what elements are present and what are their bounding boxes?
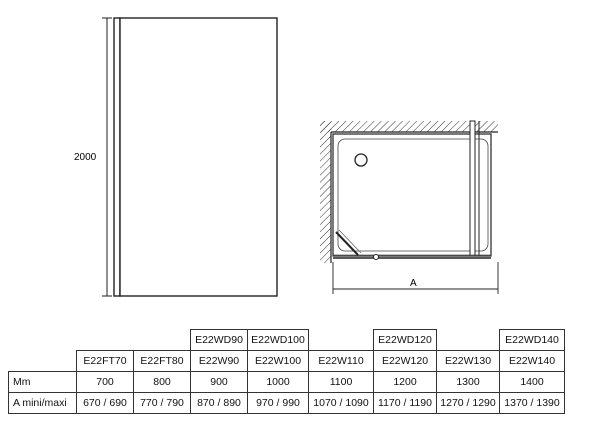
table-cell: E22WD90 (190, 329, 248, 351)
hinge-mark (373, 254, 379, 260)
table-cell: E22W130 (436, 350, 500, 372)
table-cell (437, 330, 500, 351)
row-label: Mm (8, 371, 77, 393)
table-cell: E22WD100 (247, 329, 309, 351)
table-cell: 1270 / 1290 (436, 392, 500, 414)
table-cell: E22FT70 (76, 350, 134, 372)
table-cell: 800 (133, 371, 191, 393)
table-cell: E22FT80 (133, 350, 191, 372)
table-cell: E22WD140 (499, 329, 565, 351)
table-cell: 1370 / 1390 (499, 392, 565, 414)
table-cell: E22W110 (308, 350, 374, 372)
hinged-panel-edge (338, 229, 362, 254)
table-cell: 1200 (373, 371, 437, 393)
table-cell: 1000 (247, 371, 309, 393)
row-label (9, 330, 77, 351)
wall-profile (113, 17, 121, 297)
front-view: 2000 (74, 17, 278, 297)
table-cell (309, 330, 374, 351)
glass-wall-plan (469, 120, 476, 257)
table-cell: 700 (76, 371, 134, 393)
table-cell: 900 (190, 371, 248, 393)
table-cell: E22W100 (247, 350, 309, 372)
table-cell: E22WD120 (373, 329, 437, 351)
table-cell (134, 330, 191, 351)
table-cell: E22W90 (190, 350, 248, 372)
table-cell: E22W120 (373, 350, 437, 372)
drain-circle (354, 153, 368, 167)
height-label: 2000 (74, 152, 97, 163)
table-cell: 670 / 690 (76, 392, 134, 414)
table-cell: 1300 (436, 371, 500, 393)
hinged-panel (335, 231, 359, 256)
back-wall-hatch (320, 121, 498, 132)
glass-panel (119, 17, 278, 297)
shower-tray (332, 133, 492, 257)
table-cell: 970 / 990 (247, 392, 309, 414)
plan-view: A (320, 120, 499, 294)
tray-basin (337, 138, 489, 252)
width-label: A (410, 278, 417, 289)
table-cell: 1100 (308, 371, 374, 393)
row-label: A mini/maxi (8, 392, 77, 414)
left-wall-hatch (320, 121, 331, 263)
table-cell: 870 / 890 (190, 392, 248, 414)
table-cell: 770 / 790 (133, 392, 191, 414)
technical-drawing: 2000 A (74, 17, 499, 297)
table-cell: 1400 (499, 371, 565, 393)
table-cell: 1170 / 1190 (373, 392, 437, 414)
table-cell (77, 330, 134, 351)
table-cell: 1070 / 1090 (308, 392, 374, 414)
table-cell: E22W140 (499, 350, 565, 372)
row-label (9, 351, 77, 372)
